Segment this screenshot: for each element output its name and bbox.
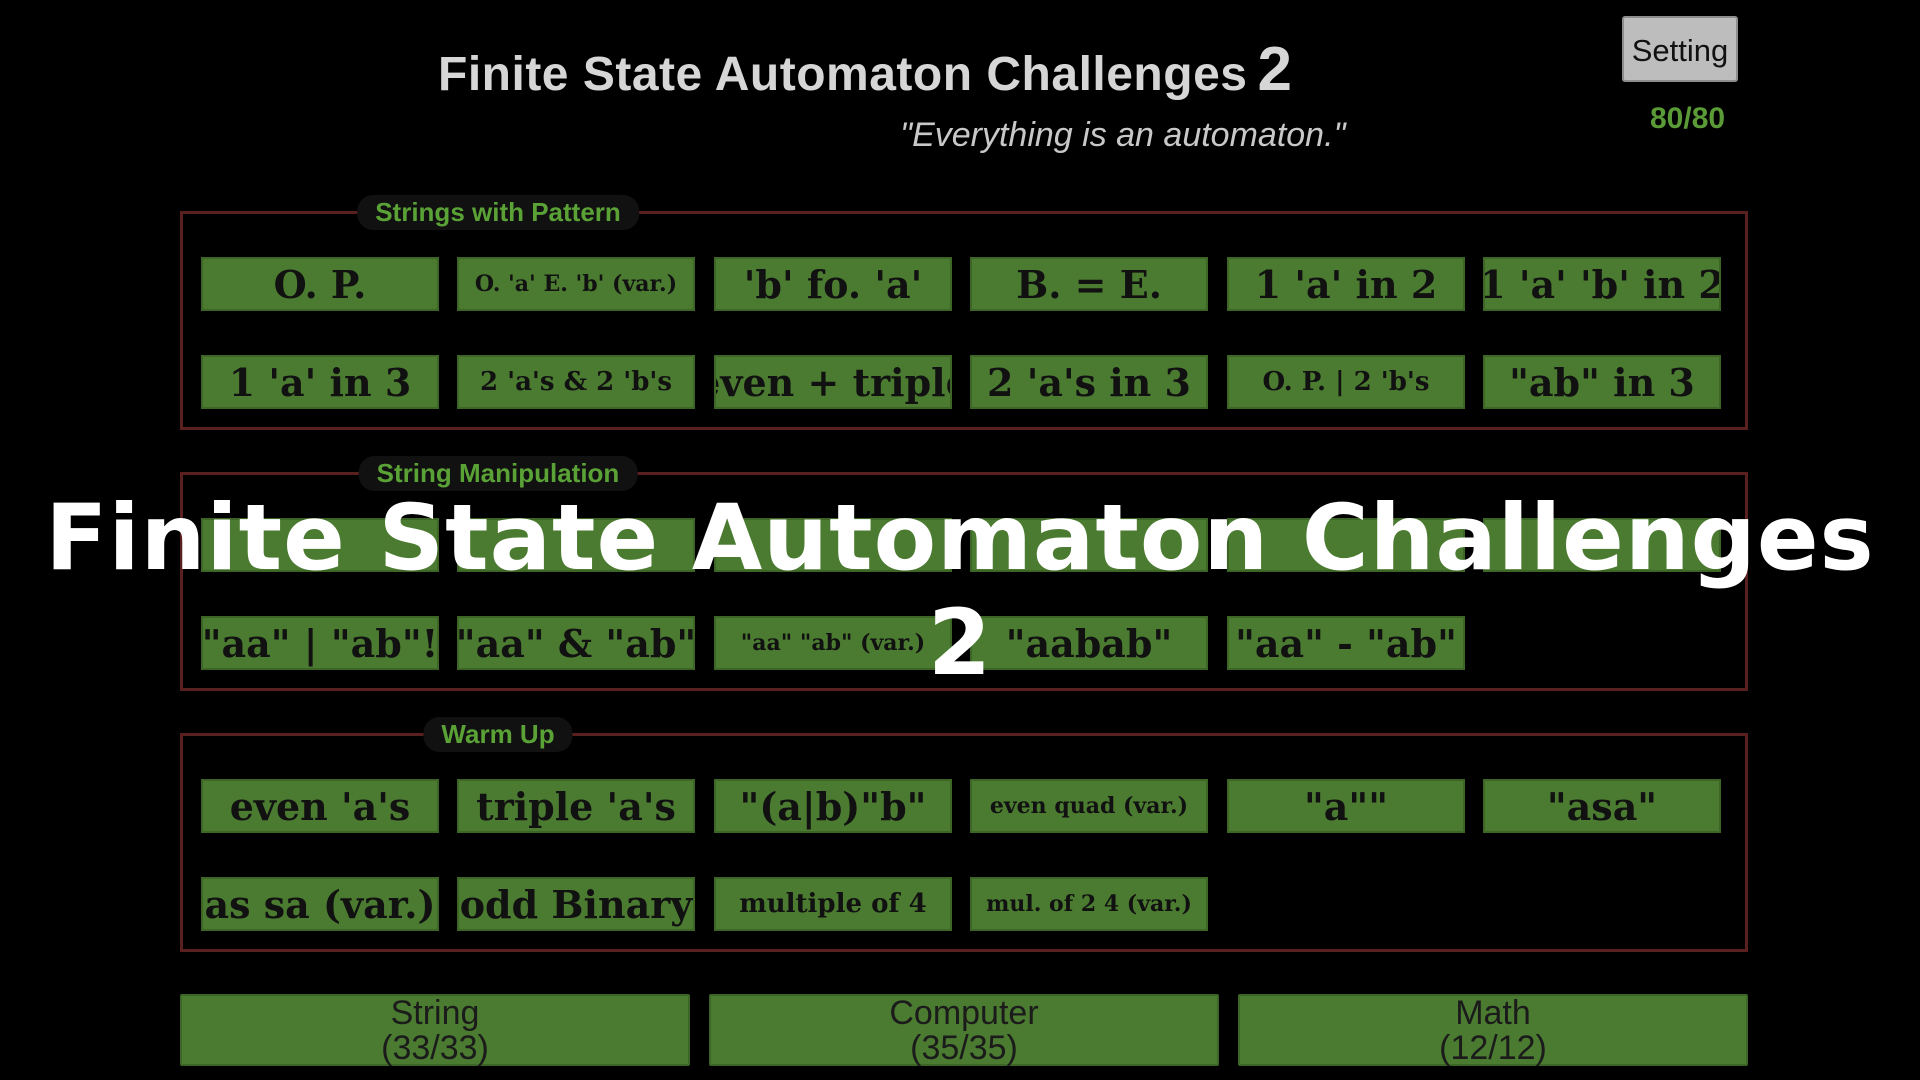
level-button[interactable]: •••"aabab" [970,616,1208,670]
section-string-manipulation: String Manipulation •••• • •• •••"aa" | … [180,456,1748,691]
category-math-button[interactable]: Math (12/12) [1238,994,1748,1066]
level-button[interactable]: •••"aa" "ab" (var.) [714,616,952,670]
level-label: even + triple [716,359,950,405]
level-button[interactable]: •• [1483,518,1721,572]
level-button[interactable]: ••2 'a's & 2 'b's [457,355,695,409]
level-button[interactable]: ••O. 'a' E. 'b' (var.) [457,257,695,311]
level-label: odd Binary [459,881,693,927]
level-button[interactable]: •••1 'a' 'b' in 2 [1483,257,1721,311]
level-label: 1 'a' in 3 [228,359,412,405]
level-button[interactable]: •••"aa" - "ab" [1227,616,1465,670]
level-button[interactable]: ••mul. of 2 4 (var.) [970,877,1208,931]
section-strings-with-pattern: Strings with Pattern •O. P. ••O. 'a' E. … [180,195,1748,430]
level-button[interactable]: •••"aa" | "ab"! [201,616,439,670]
level-label: mul. of 2 4 (var.) [986,891,1192,917]
level-button[interactable]: •"(a|b)"b" [714,779,952,833]
level-button[interactable]: •B. = E. [970,257,1208,311]
level-button[interactable]: ••multiple of 4 [714,877,952,931]
progress-counter: 80/80 [1650,102,1726,135]
level-label: "aa" "ab" (var.) [740,630,926,656]
level-label: O. P. [273,261,367,307]
overlay-title: Finite State Automaton Challenges 2 [45,486,1875,696]
level-label: "aa" | "ab"! [201,620,439,666]
level-label: 'b' fo. 'a' [743,261,923,307]
level-button[interactable]: ••"asa" [1483,779,1721,833]
level-label: O. 'a' E. 'b' (var.) [474,271,678,297]
level-label: "(a|b)"b" [739,783,927,829]
level-button[interactable]: ••odd Binary [457,877,695,931]
level-button[interactable]: • [970,518,1208,572]
level-button[interactable]: •'b' fo. 'a' [714,257,952,311]
level-button[interactable]: ••••O. P. | 2 'b's [1227,355,1465,409]
level-button[interactable]: •••"aa" & "ab" [457,616,695,670]
level-label: B. = E. [1016,261,1162,307]
level-button[interactable]: •"a"" [1227,779,1465,833]
level-label: 2 'a's in 3 [987,359,1191,405]
category-string-button[interactable]: String (33/33) [180,994,690,1066]
section-warm-up: Warm Up •even 'a's •triple 'a's •"(a|b)"… [180,717,1748,952]
level-button[interactable]: •even 'a's [201,779,439,833]
level-button[interactable] [457,518,695,572]
category-count: (12/12) [1439,1029,1547,1067]
section-label: Strings with Pattern [357,195,639,230]
level-label: 2 'a's & 2 'b's [479,367,672,397]
level-label: "aa" & "ab" [457,620,695,666]
level-label: multiple of 4 [739,889,927,919]
level-button[interactable]: •triple 'a's [457,779,695,833]
level-button[interactable]: •1 'a' in 2 [1227,257,1465,311]
level-label: even 'a's [229,783,411,829]
level-button[interactable]: •even quad (var.) [970,779,1208,833]
section-label: Warm Up [423,717,573,752]
level-button[interactable]: •••2 'a's in 3 [970,355,1208,409]
level-button[interactable]: ••1 'a' in 3 [201,355,439,409]
level-label: "aa" - "ab" [1235,620,1457,666]
game-title-number: 2 [1257,35,1293,104]
level-label: O. P. | 2 'b's [1262,367,1430,397]
level-label: "aabab" [1005,620,1173,666]
category-count: (33/33) [381,1029,489,1067]
level-label: even quad (var.) [989,793,1189,819]
level-label: 1 'a' 'b' in 2 [1483,261,1721,307]
game-title-text: Finite State Automaton Challenges [438,48,1248,101]
level-button[interactable]: •O. P. [201,257,439,311]
category-name: Math [1455,994,1531,1032]
tagline: "Everything is an automaton." [900,116,1346,154]
level-label: "ab" in 3 [1509,359,1695,405]
level-label: "asa" [1546,783,1658,829]
setting-button[interactable]: Setting [1622,16,1738,82]
level-button[interactable] [201,518,439,572]
level-label: as sa (var.) [204,881,436,927]
category-name: Computer [889,994,1039,1032]
category-count: (35/35) [910,1029,1018,1067]
level-label: 1 'a' in 2 [1254,261,1438,307]
level-button[interactable]: •••• [714,518,952,572]
category-computer-button[interactable]: Computer (35/35) [709,994,1219,1066]
level-button[interactable]: •••even + triple [714,355,952,409]
level-label: "a"" [1303,783,1388,829]
level-button[interactable]: ••as sa (var.) [201,877,439,931]
level-button[interactable]: ••••"ab" in 3 [1483,355,1721,409]
section-label: String Manipulation [358,456,638,491]
level-label: triple 'a's [476,783,676,829]
level-button[interactable] [1227,518,1465,572]
category-name: String [390,994,480,1032]
